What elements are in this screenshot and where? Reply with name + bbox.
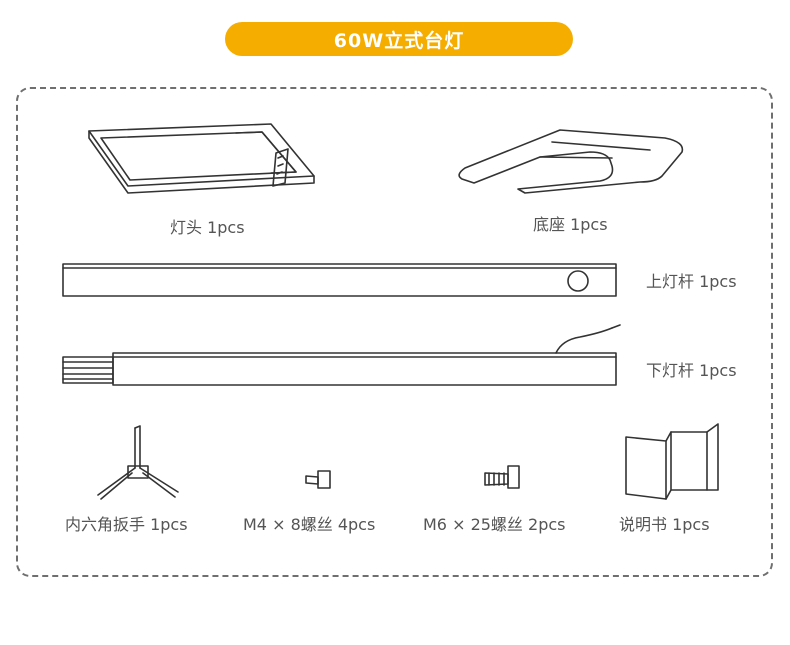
m4-screw-drawing: [305, 470, 331, 489]
part-label-base: 底座 1pcs: [533, 215, 608, 234]
part-label-lower-pole: 下灯杆 1pcs: [646, 361, 737, 380]
part-label-hex-wrench: 内六角扳手 1pcs: [65, 515, 188, 534]
hex-wrench-drawing: [97, 425, 179, 500]
part-label-m6-screw: M6 × 25螺丝 2pcs: [423, 515, 566, 534]
base-drawing: [458, 129, 684, 194]
lamp-head-drawing: [88, 123, 315, 194]
m6-screw-drawing: [484, 465, 520, 489]
lower-pole-drawing: [62, 324, 621, 386]
upper-pole-drawing: [62, 263, 617, 297]
part-label-manual: 说明书 1pcs: [619, 515, 710, 534]
manual-drawing: [625, 423, 719, 500]
page-title: 60W立式台灯: [225, 22, 573, 56]
part-label-lamp-head: 灯头 1pcs: [170, 218, 245, 237]
part-label-m4-screw: M4 × 8螺丝 4pcs: [243, 515, 376, 534]
package-contents-frame: [16, 87, 773, 577]
part-label-upper-pole: 上灯杆 1pcs: [646, 272, 737, 291]
